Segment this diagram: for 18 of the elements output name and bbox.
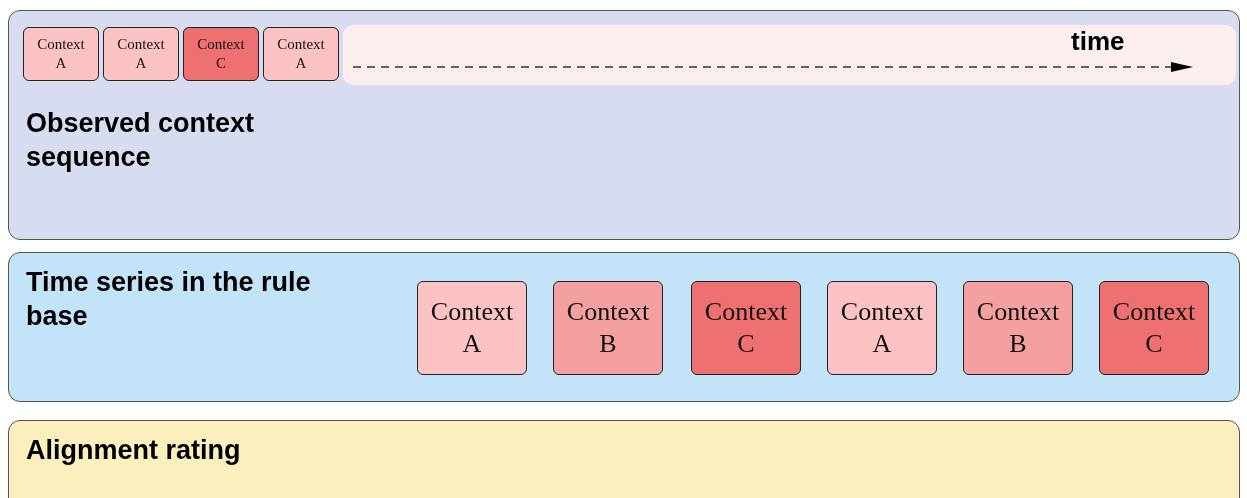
context-box: Context B <box>963 281 1073 375</box>
context-box: Context A <box>827 281 937 375</box>
context-box: Context A <box>263 27 339 81</box>
panel-heading: Alignment rating <box>26 434 242 467</box>
panel-band <box>8 10 1240 240</box>
context-box: Context C <box>183 27 259 81</box>
timeline-strip <box>343 25 1236 85</box>
context-box: Context A <box>23 27 99 81</box>
context-box: Context A <box>103 27 179 81</box>
context-box: Context C <box>691 281 801 375</box>
context-box: Context B <box>553 281 663 375</box>
panel-heading: Time series in the rule base <box>26 266 312 333</box>
panel-band <box>8 252 1240 402</box>
time-label: time <box>1071 27 1125 55</box>
panel-band <box>8 420 1240 498</box>
context-box: Context C <box>1099 281 1209 375</box>
panel-heading: Observed context sequence <box>26 107 256 174</box>
context-box: Context A <box>417 281 527 375</box>
